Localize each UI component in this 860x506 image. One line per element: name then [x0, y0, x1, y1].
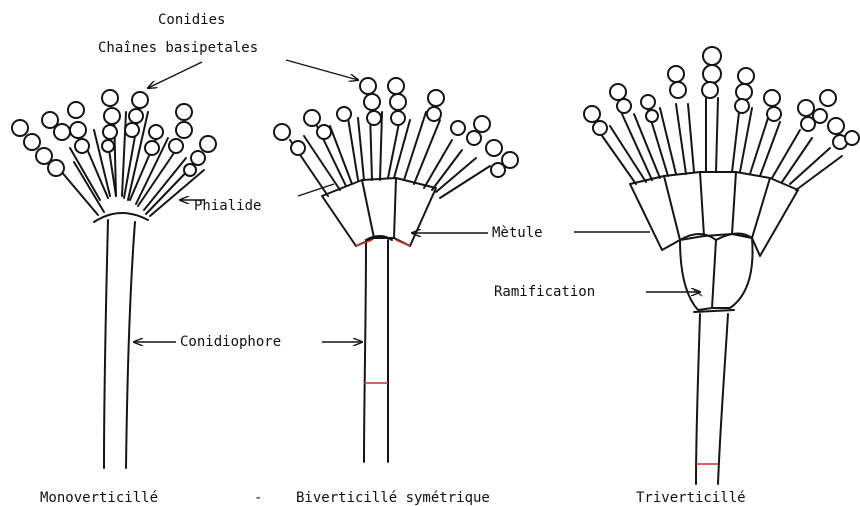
- label-conidies: Conidies: [158, 12, 225, 28]
- caption-triverticille: Triverticillé: [636, 490, 746, 506]
- label-conidiophore: Conidiophore: [180, 334, 281, 350]
- monoverticillate-structure: [12, 90, 216, 468]
- label-metule: Mètule: [492, 225, 543, 241]
- caption-biverticille: Biverticillé symétrique: [296, 490, 490, 506]
- label-chaines-basipetales: Chaînes basipetales: [98, 40, 258, 56]
- caption-separator: -: [254, 490, 262, 506]
- chain-arrow-left: [148, 62, 202, 88]
- chain-arrow-right: [286, 60, 358, 80]
- label-ramification: Ramification: [494, 284, 595, 300]
- biverticillate-structure: [274, 78, 518, 462]
- triverticillate-structure: [584, 47, 859, 484]
- label-phialide: Phialide: [194, 198, 261, 214]
- caption-monoverticille: Monoverticillé: [40, 490, 158, 506]
